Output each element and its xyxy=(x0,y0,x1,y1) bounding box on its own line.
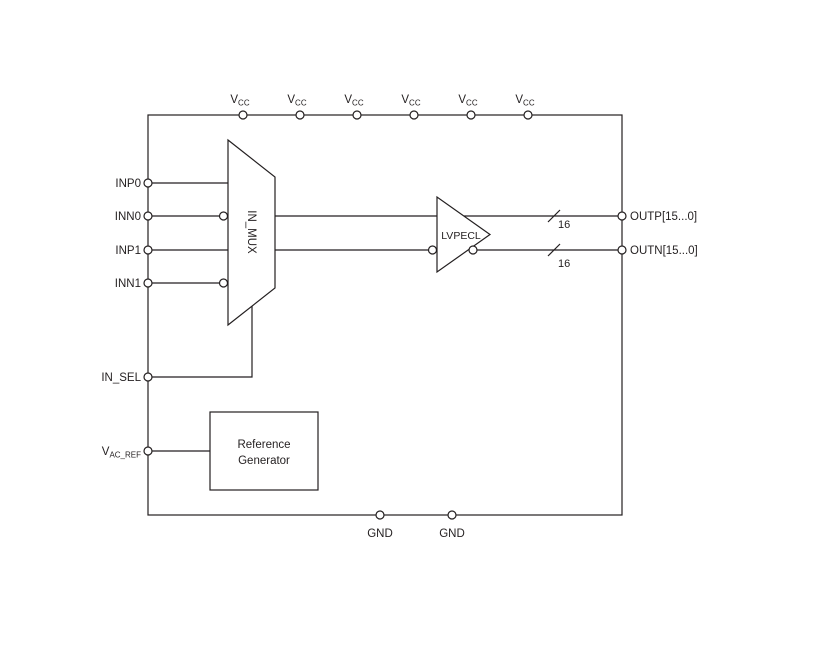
mux-output-wires xyxy=(275,215,438,255)
inn0-label: INN0 xyxy=(115,211,141,223)
outn-pin xyxy=(617,245,627,255)
outp-pin xyxy=(617,211,627,221)
input-wires xyxy=(152,182,253,452)
vcc-pin xyxy=(238,110,248,120)
vcc-pins: VCC VCC VCC VCC VCC VCC xyxy=(230,94,535,120)
in-mux-label: IN_MUX xyxy=(245,210,257,254)
buffer-output-invert-bubble xyxy=(468,245,478,255)
vcc-pin xyxy=(523,110,533,120)
bus-width-outn: 16 xyxy=(558,258,570,270)
lvpecl-buffer-block: LVPECL xyxy=(436,195,492,274)
vcc-label: VCC xyxy=(458,94,477,108)
vac-ref-pin xyxy=(143,446,153,456)
inn0-pin xyxy=(143,211,153,221)
output-pins: OUTP[15...0] OUTN[15...0] xyxy=(617,211,698,257)
vcc-label: VCC xyxy=(515,94,534,108)
vcc-pin xyxy=(466,110,476,120)
output-wires: 16 16 xyxy=(464,209,618,270)
lvpecl-label: LVPECL xyxy=(441,230,481,242)
vcc-pin xyxy=(295,110,305,120)
bus-width-outp: 16 xyxy=(558,219,570,231)
in-sel-label: IN_SEL xyxy=(101,372,141,384)
vcc-label: VCC xyxy=(287,94,306,108)
buffer-input-invert-bubble xyxy=(427,245,438,255)
inp0-label: INP0 xyxy=(115,178,141,190)
chip-outline xyxy=(147,114,623,516)
inp0-pin xyxy=(143,178,153,188)
in-mux-block: IN_MUX xyxy=(227,138,276,327)
vac-ref-label: VAC_REF xyxy=(102,446,141,460)
gnd-label: GND xyxy=(367,528,393,540)
vcc-label: VCC xyxy=(344,94,363,108)
bus-slash-outn xyxy=(547,243,561,257)
gnd-pin xyxy=(375,510,385,520)
in-mux-shape xyxy=(227,138,276,327)
outp-label: OUTP[15...0] xyxy=(630,211,697,223)
bus-slash-outp xyxy=(547,209,561,223)
reference-generator-label-line1: Reference xyxy=(237,439,290,451)
inn1-label: INN1 xyxy=(115,278,141,290)
in-sel-pin xyxy=(143,372,153,382)
inn0-invert-bubble xyxy=(218,211,229,221)
vcc-pin xyxy=(352,110,362,120)
gnd-pin xyxy=(447,510,457,520)
inn1-invert-bubble xyxy=(218,278,229,288)
vcc-pin xyxy=(409,110,419,120)
reference-generator-label-line2: Generator xyxy=(238,455,290,467)
inp1-label: INP1 xyxy=(115,245,141,257)
reference-generator-shape xyxy=(209,411,319,491)
lvpecl-buffer-shape xyxy=(436,195,492,274)
reference-generator-block: Reference Generator xyxy=(209,411,319,491)
gnd-label: GND xyxy=(439,528,465,540)
vcc-label: VCC xyxy=(230,94,249,108)
inn1-pin xyxy=(143,278,153,288)
gnd-pins: GND GND xyxy=(367,510,465,540)
vcc-label: VCC xyxy=(401,94,420,108)
outn-label: OUTN[15...0] xyxy=(630,245,698,257)
input-pins: INP0 INN0 INP1 INN1 IN_SEL VAC_REF xyxy=(101,178,153,460)
inp1-pin xyxy=(143,245,153,255)
wire-in-sel xyxy=(152,306,253,378)
